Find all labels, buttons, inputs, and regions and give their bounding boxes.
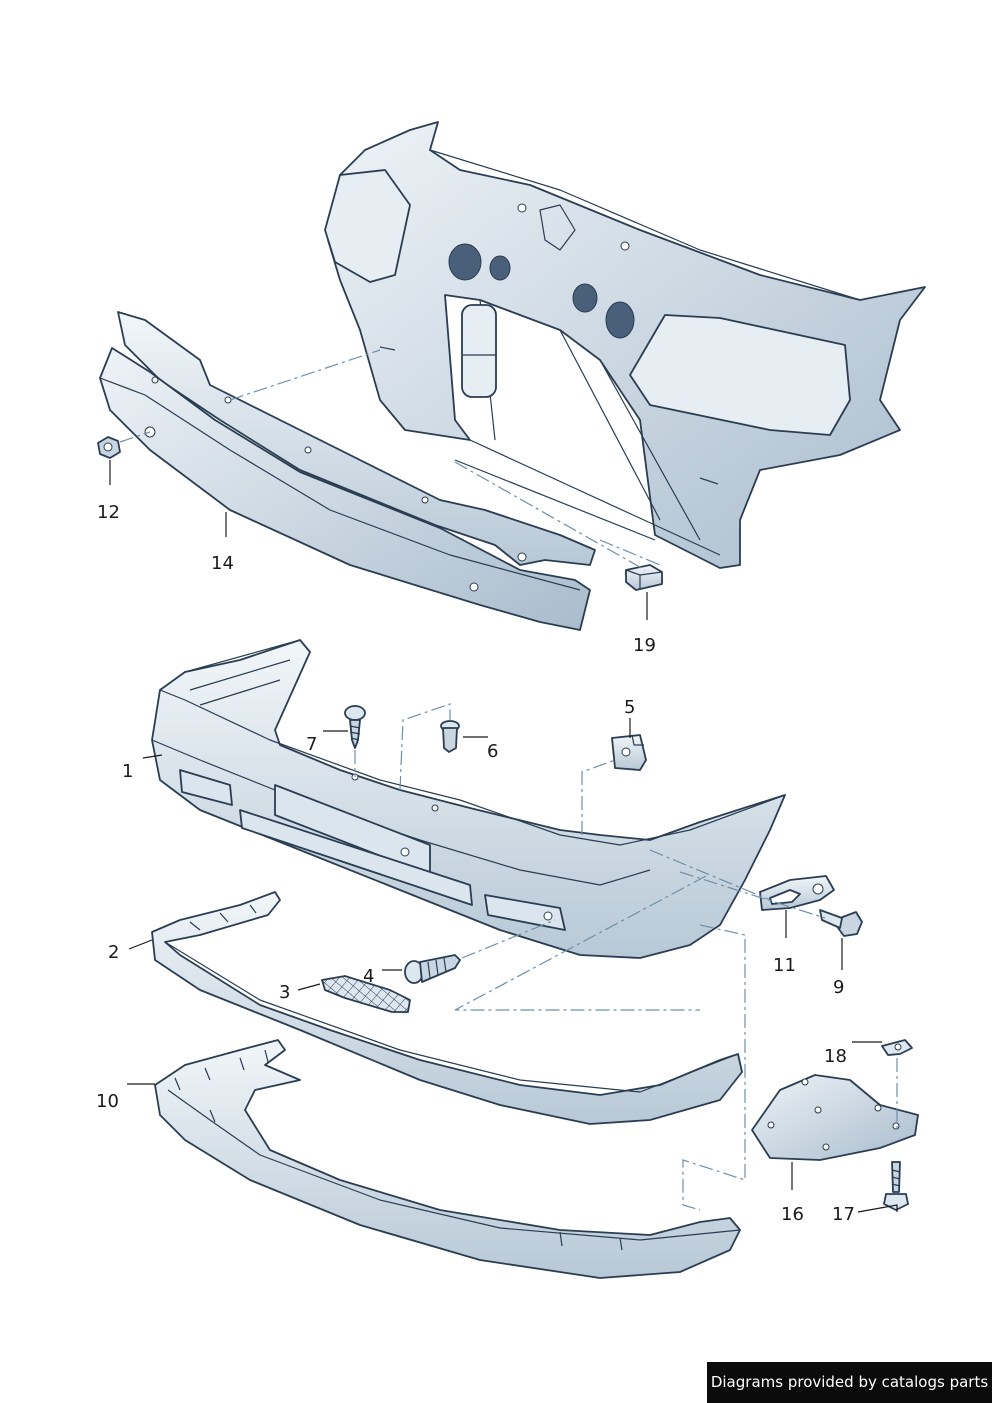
clip-6 [440,720,460,753]
callout-7: 7 [306,734,317,755]
callout-1: 1 [122,761,133,782]
nut-12 [97,436,121,459]
callout-12: 12 [97,502,120,523]
callout-14: 14 [211,553,234,574]
credit-banner: Diagrams provided by catalogs parts [707,1362,992,1403]
callout-2: 2 [108,942,119,963]
callouts: 1 2 3 4 5 6 7 9 10 11 12 14 16 17 18 19 [96,502,855,1225]
callout-5: 5 [624,697,635,718]
screw-4 [404,954,461,984]
bracket-11 [759,875,835,911]
screw-17 [883,1161,909,1211]
bumper-reinforcement [99,311,596,631]
spacer-block-19 [625,564,663,591]
callout-11: 11 [773,955,796,976]
bumper-cover [151,639,786,959]
callout-18: 18 [824,1046,847,1067]
callout-16: 16 [781,1204,804,1225]
callout-9: 9 [833,977,844,998]
callout-17: 17 [832,1204,855,1225]
bolt-9 [819,909,863,937]
callout-3: 3 [279,982,290,1003]
spoiler-10 [154,1039,741,1279]
grille-3 [321,975,411,1013]
callout-10: 10 [96,1091,119,1112]
clip-nut-5 [611,734,647,771]
leader-lines [109,460,898,1213]
assembly-lines [119,349,898,1211]
front-carrier [324,121,926,569]
callout-4: 4 [363,966,374,987]
callout-19: 19 [633,635,656,656]
callout-6: 6 [487,741,498,762]
screw-7 [344,705,366,749]
deflector-16 [751,1074,919,1161]
clip-18 [881,1039,913,1056]
spoiler-2 [151,891,743,1125]
